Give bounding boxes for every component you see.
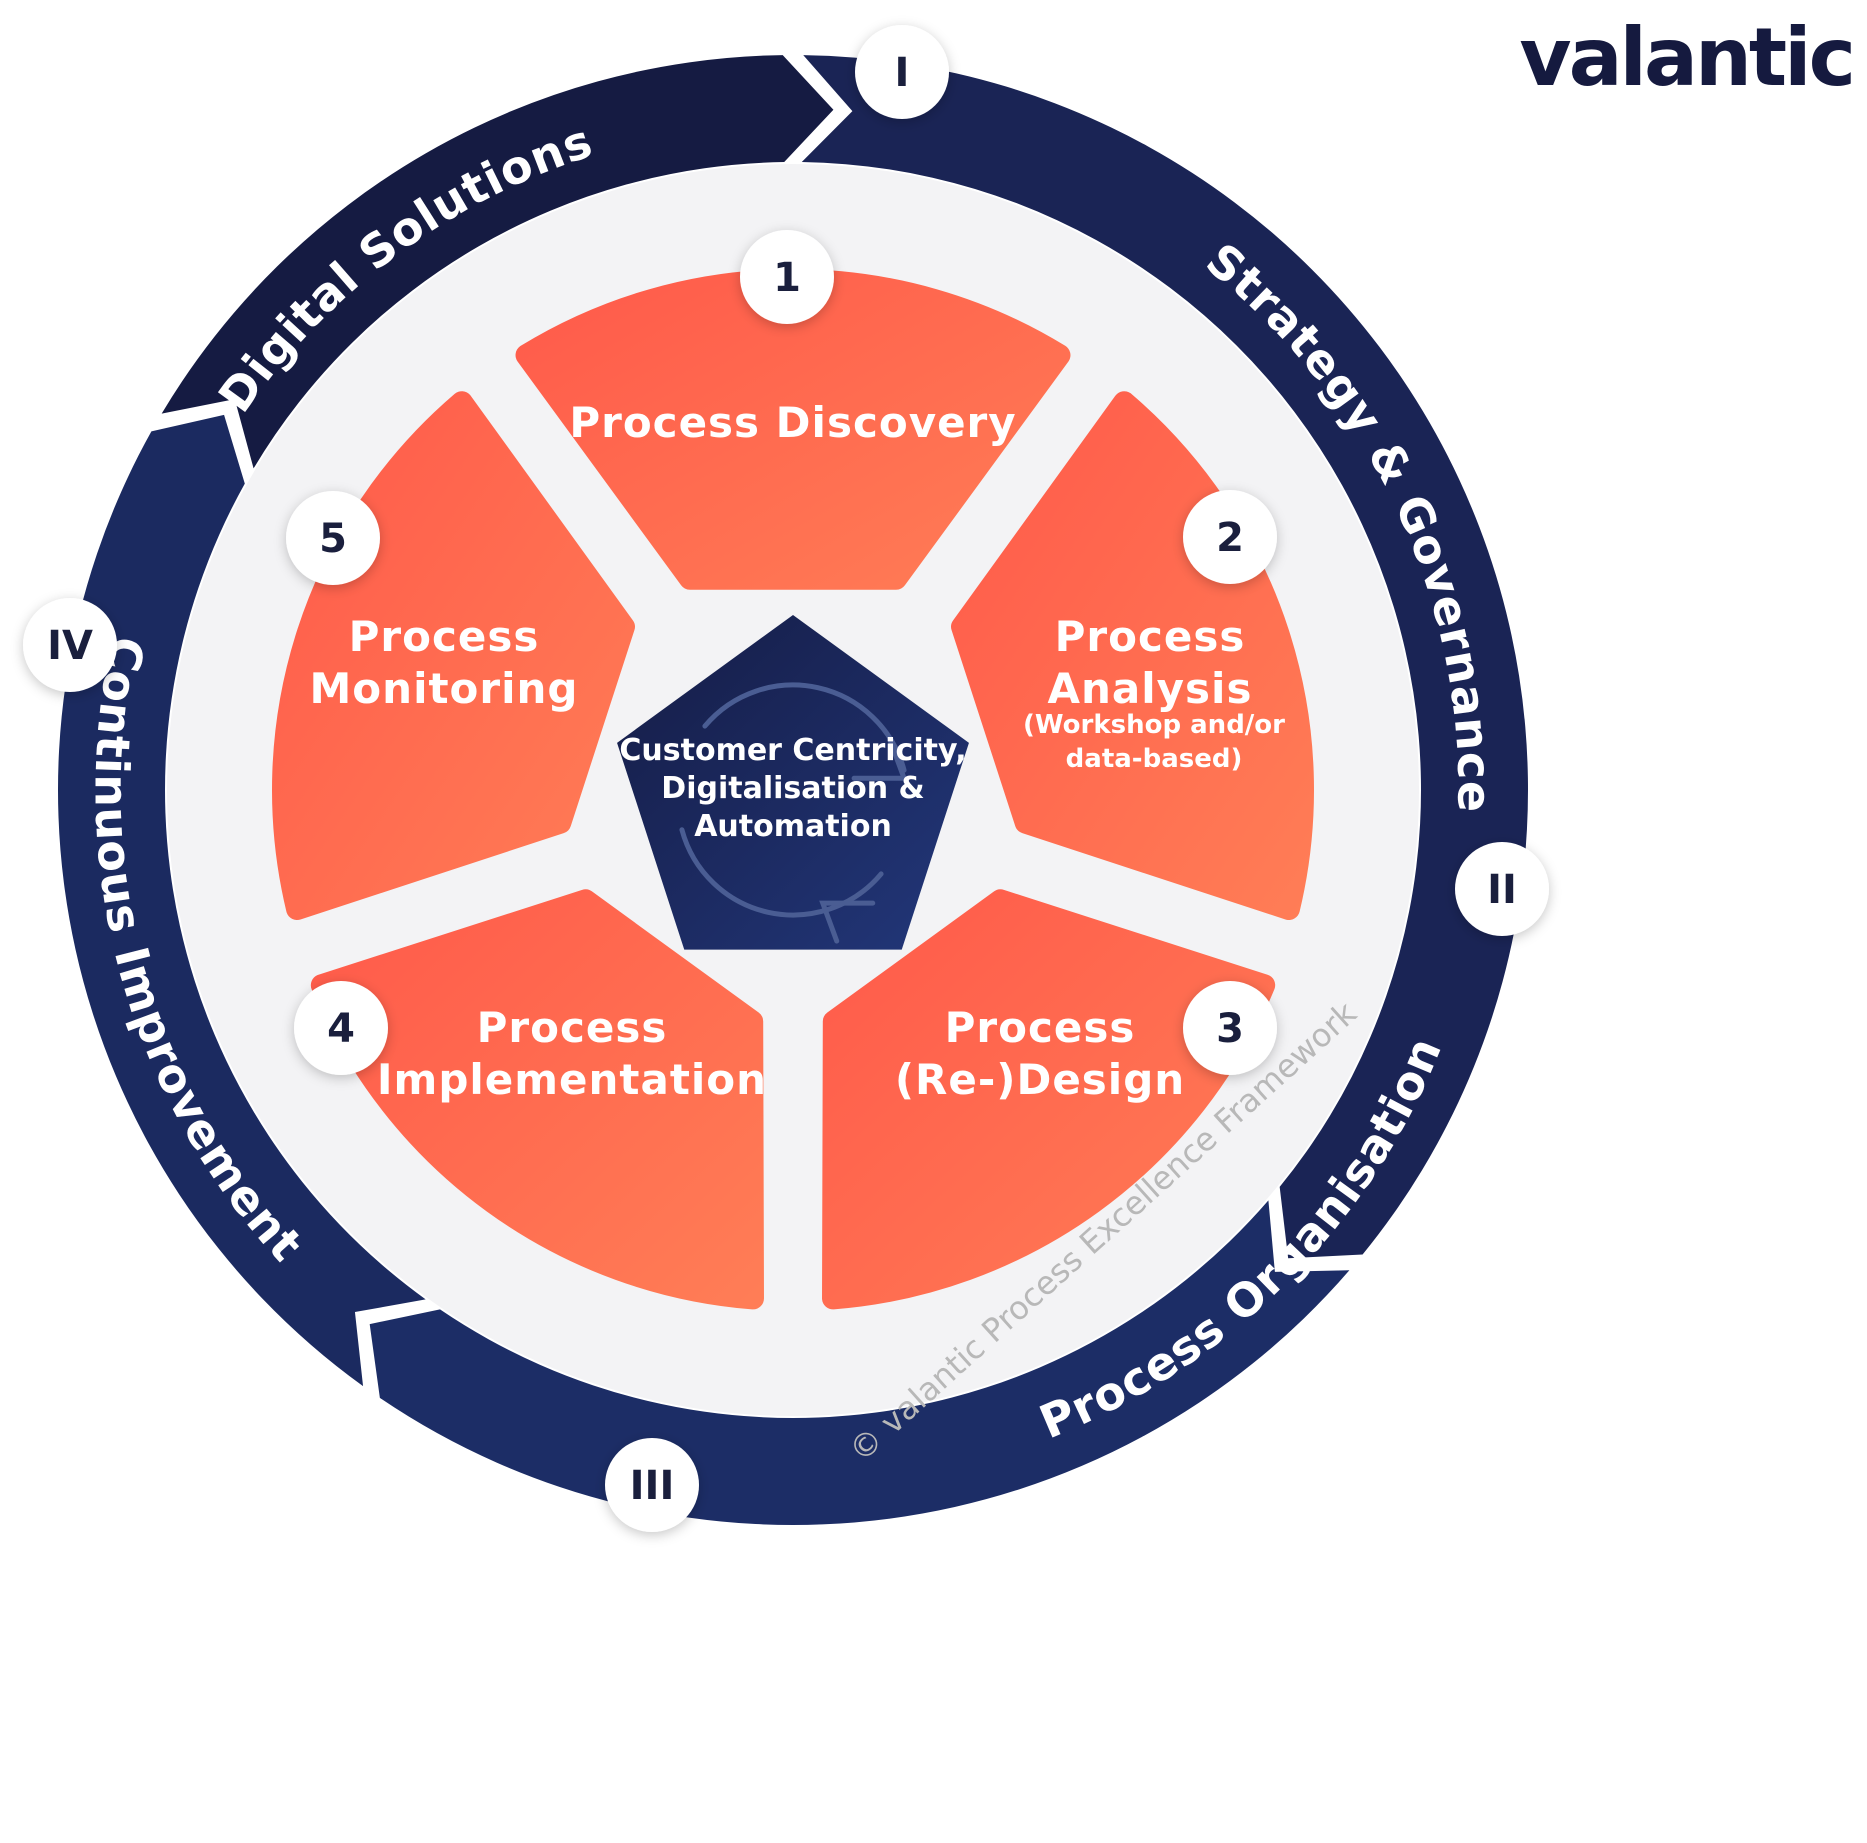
svg-text:2: 2 bbox=[1216, 515, 1244, 561]
center-text-line: Automation bbox=[694, 809, 892, 844]
ring-segment bbox=[161, 55, 834, 469]
ring-segment bbox=[801, 55, 1528, 1259]
svg-text:4: 4 bbox=[327, 1006, 355, 1052]
center-pentagon: Customer Centricity,Digitalisation &Auto… bbox=[617, 615, 969, 950]
center-pentagon-shape bbox=[617, 615, 969, 950]
step-number-badge-4: 4 bbox=[294, 981, 388, 1075]
process-step-title: Process bbox=[945, 1003, 1136, 1052]
svg-text:II: II bbox=[1487, 867, 1517, 913]
phase-numeral-badge-1: I bbox=[855, 25, 949, 119]
phase-numeral-badge-3: III bbox=[605, 1438, 699, 1532]
process-step-title: Process bbox=[477, 1003, 668, 1052]
process-step-title: Process Discovery bbox=[569, 398, 1016, 447]
process-step-title: Implementation bbox=[377, 1055, 767, 1104]
ring-segment bbox=[57, 414, 426, 1387]
svg-text:III: III bbox=[630, 1463, 675, 1509]
step-number-badge-1: 1 bbox=[740, 230, 834, 324]
center-text-line: Digitalisation & bbox=[661, 771, 924, 806]
svg-text:1: 1 bbox=[773, 255, 801, 301]
cycle-arrows-icon bbox=[679, 682, 908, 944]
process-step-title: (Re-)Design bbox=[895, 1055, 1185, 1104]
process-step-title: Monitoring bbox=[310, 664, 579, 713]
svg-text:5: 5 bbox=[319, 516, 347, 562]
process-step-title: Analysis bbox=[1048, 664, 1253, 713]
svg-text:IV: IV bbox=[47, 623, 93, 669]
svg-text:I: I bbox=[895, 50, 910, 96]
process-step-title: Process bbox=[349, 612, 540, 661]
phase-numeral-badge-4: IV bbox=[23, 598, 117, 692]
outer-ring bbox=[57, 55, 1528, 1525]
process-step-title: Process bbox=[1055, 612, 1246, 661]
ring-segment bbox=[369, 1200, 1350, 1525]
step-number-badge-3: 3 bbox=[1183, 981, 1277, 1075]
center-text-line: Customer Centricity, bbox=[619, 733, 966, 768]
process-step-subtitle: data-based) bbox=[1066, 744, 1243, 774]
svg-text:3: 3 bbox=[1216, 1006, 1244, 1052]
step-number-badge-5: 5 bbox=[286, 491, 380, 585]
phase-numeral-badge-2: II bbox=[1455, 842, 1549, 936]
process-step-subtitle: (Workshop and/or bbox=[1023, 710, 1285, 740]
valantic-logo: valantic bbox=[1519, 11, 1856, 104]
step-number-badge-2: 2 bbox=[1183, 490, 1277, 584]
